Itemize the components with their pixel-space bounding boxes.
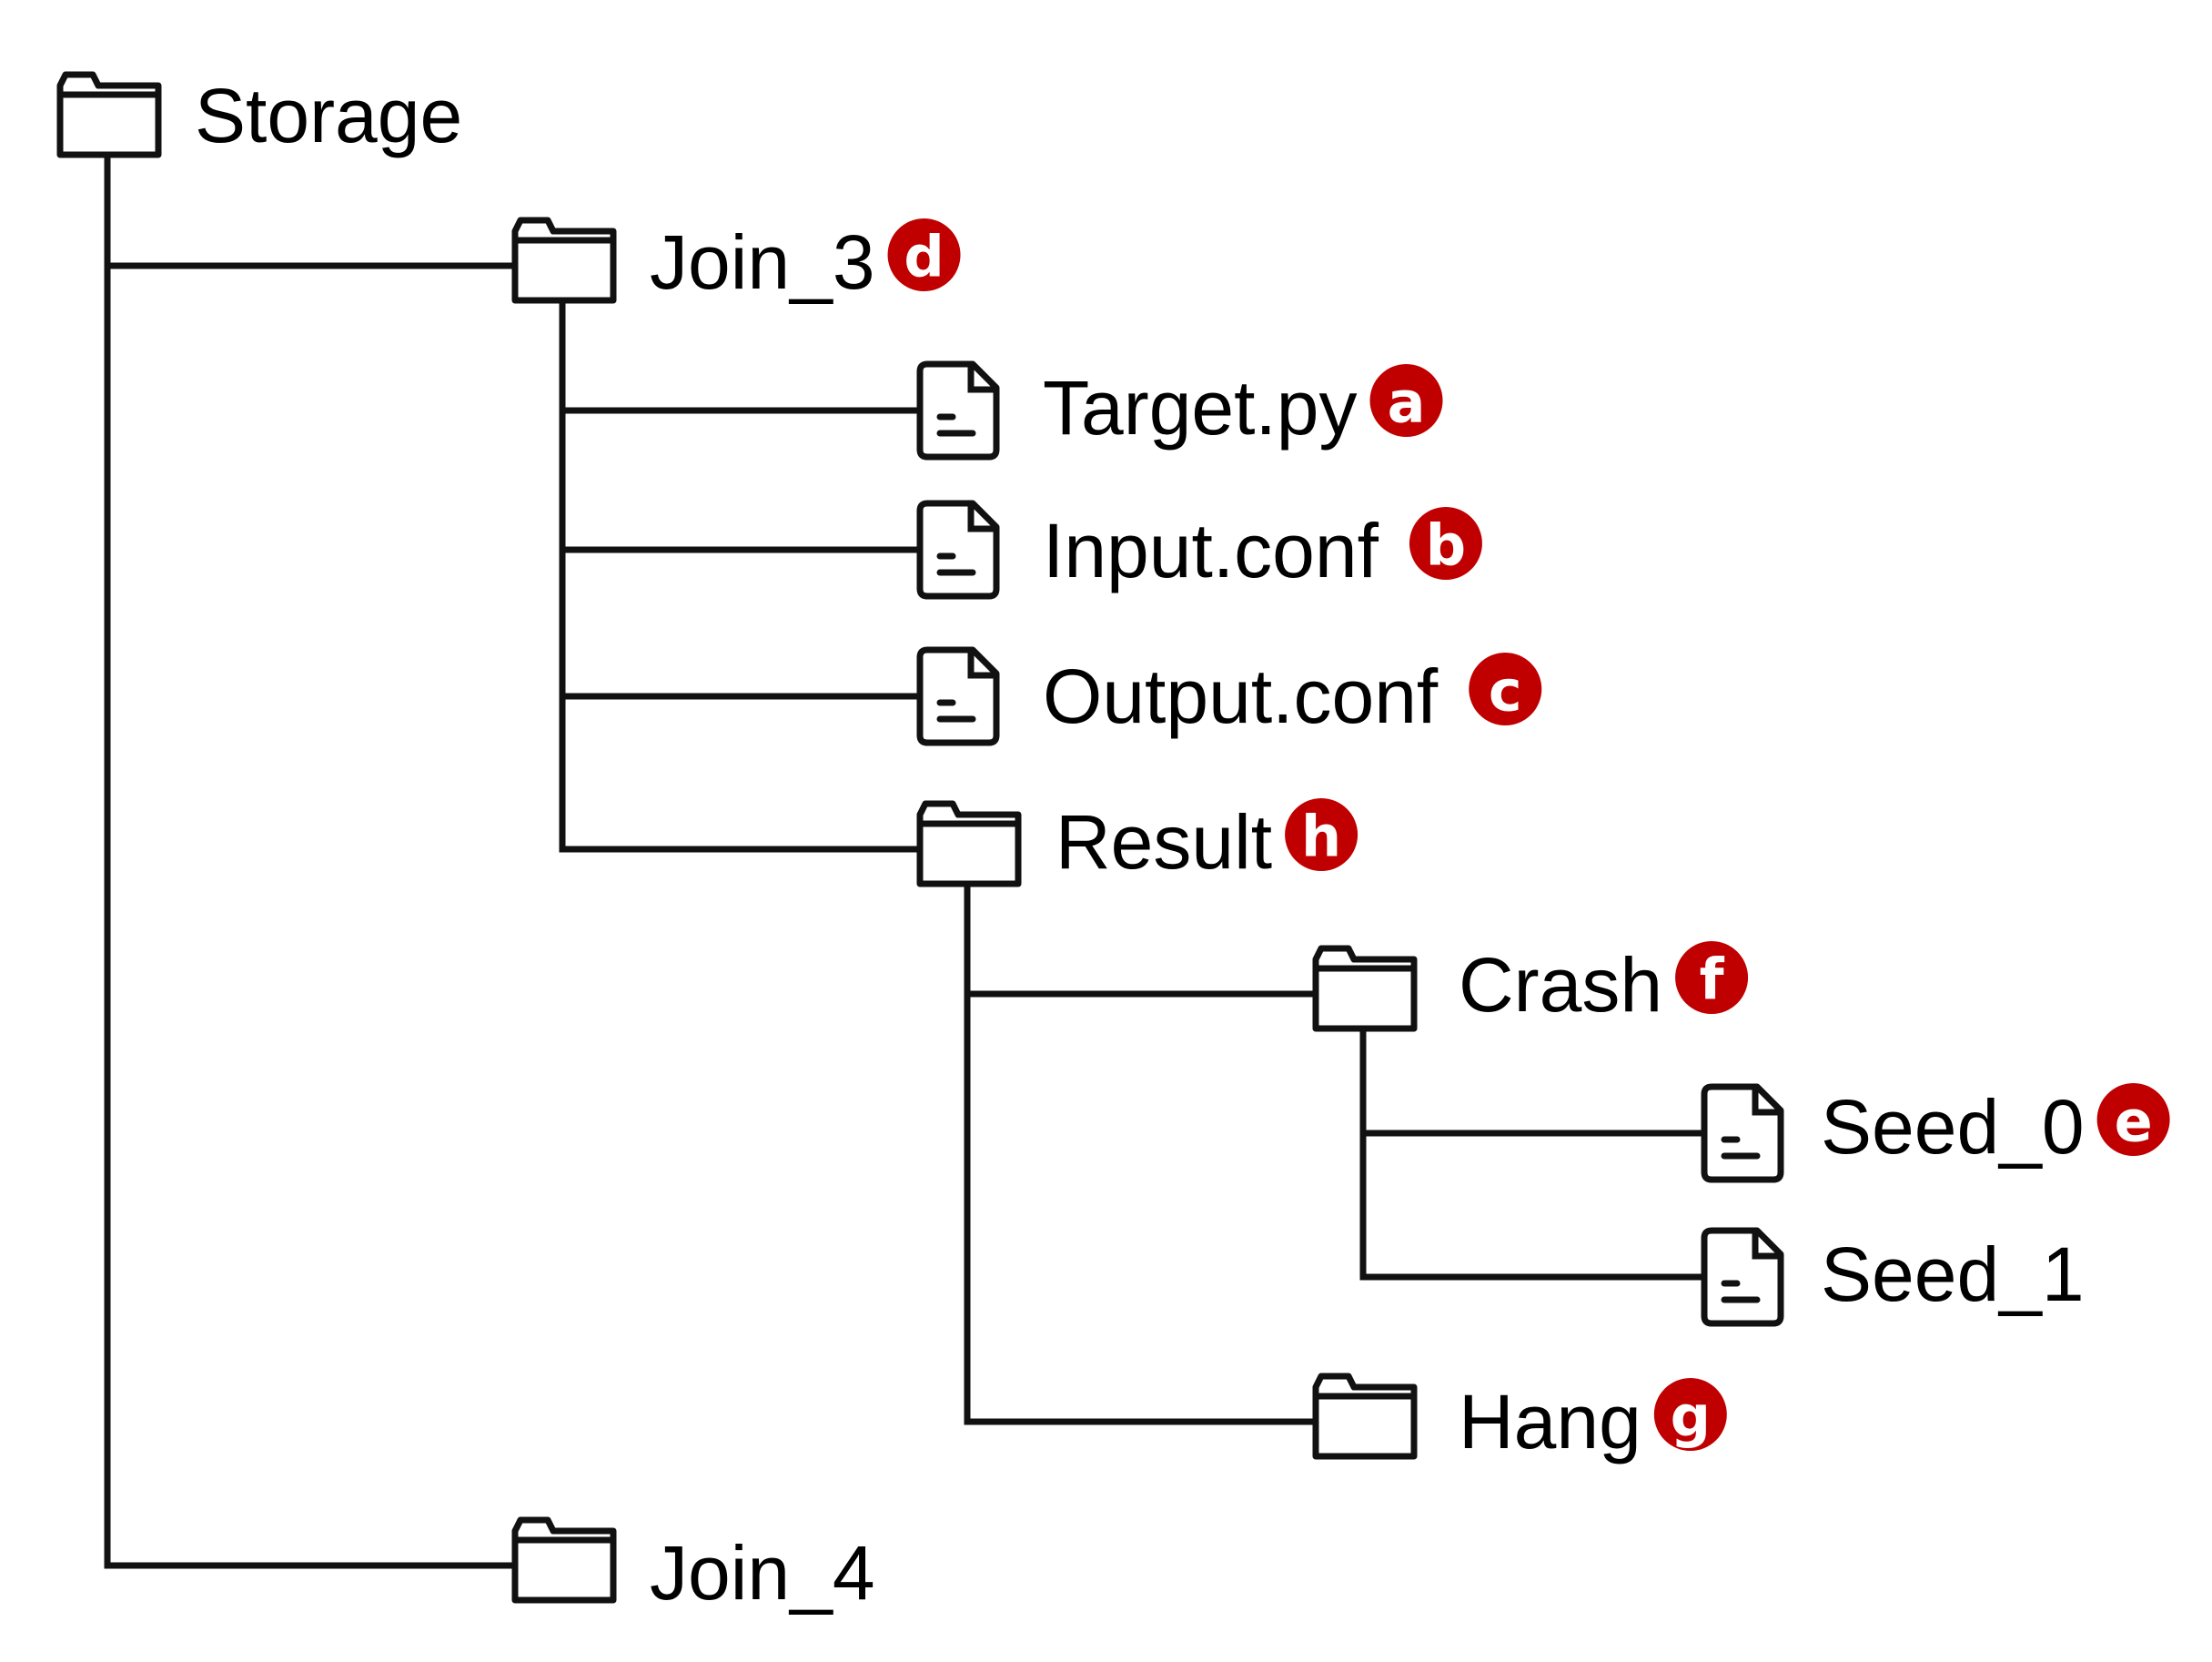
tree-node-storage: Storage (56, 71, 462, 158)
node-label: Join_3 (650, 219, 875, 305)
badge-letter: d (904, 224, 944, 290)
tree-node-seed1: Seed_1 (1701, 1227, 2085, 1327)
badge-letter: e (2115, 1089, 2153, 1155)
badge-f: f (1675, 941, 1749, 1014)
file-icon (916, 646, 1000, 746)
node-label: Crash (1459, 942, 1662, 1028)
tree-node-input-conf: Input.conf b (916, 500, 1482, 600)
badge-c: c (1469, 653, 1542, 725)
file-icon (1701, 1227, 1784, 1327)
file-icon (916, 360, 1000, 461)
folder-icon (1312, 945, 1418, 1032)
node-label: Input.conf (1043, 508, 1379, 593)
badge-b: b (1409, 507, 1482, 580)
node-label: Hang (1459, 1379, 1641, 1464)
tree-node-join4: Join_4 (511, 1516, 875, 1616)
folder-icon (511, 217, 617, 304)
node-label: Target.py (1043, 365, 1358, 451)
folder-icon (56, 71, 162, 158)
node-label: Seed_1 (1821, 1231, 2085, 1317)
node-label: Join_4 (650, 1530, 875, 1616)
tree-node-join3: Join_3 d (511, 217, 961, 305)
badge-h: h (1285, 798, 1359, 871)
badge-letter: g (1671, 1383, 1711, 1450)
node-label: Seed_0 (1821, 1084, 2085, 1170)
tree-connectors (104, 151, 1708, 1569)
badge-g: g (1653, 1378, 1727, 1451)
tree-node-target-py: Target.py a (916, 360, 1443, 461)
badge-d: d (887, 218, 961, 291)
badge-letter: a (1388, 370, 1426, 436)
tree-node-seed0: Seed_0 e (1701, 1083, 2170, 1183)
badge-letter: c (1489, 658, 1522, 725)
folder-icon (511, 1516, 617, 1604)
badge-a: a (1369, 364, 1443, 437)
badge-e: e (2096, 1083, 2170, 1156)
folder-icon (1312, 1373, 1418, 1460)
badge-letter: h (1301, 804, 1341, 870)
file-icon (1701, 1083, 1784, 1183)
badge-letter: f (1700, 947, 1725, 1013)
tree-node-output-conf: Output.conf c (916, 646, 1542, 746)
node-label: Result (1055, 799, 1272, 885)
file-icon (916, 500, 1000, 600)
node-label: Output.conf (1043, 654, 1439, 739)
node-label: Storage (195, 73, 462, 158)
badge-letter: b (1426, 512, 1466, 579)
folder-icon (916, 800, 1022, 887)
